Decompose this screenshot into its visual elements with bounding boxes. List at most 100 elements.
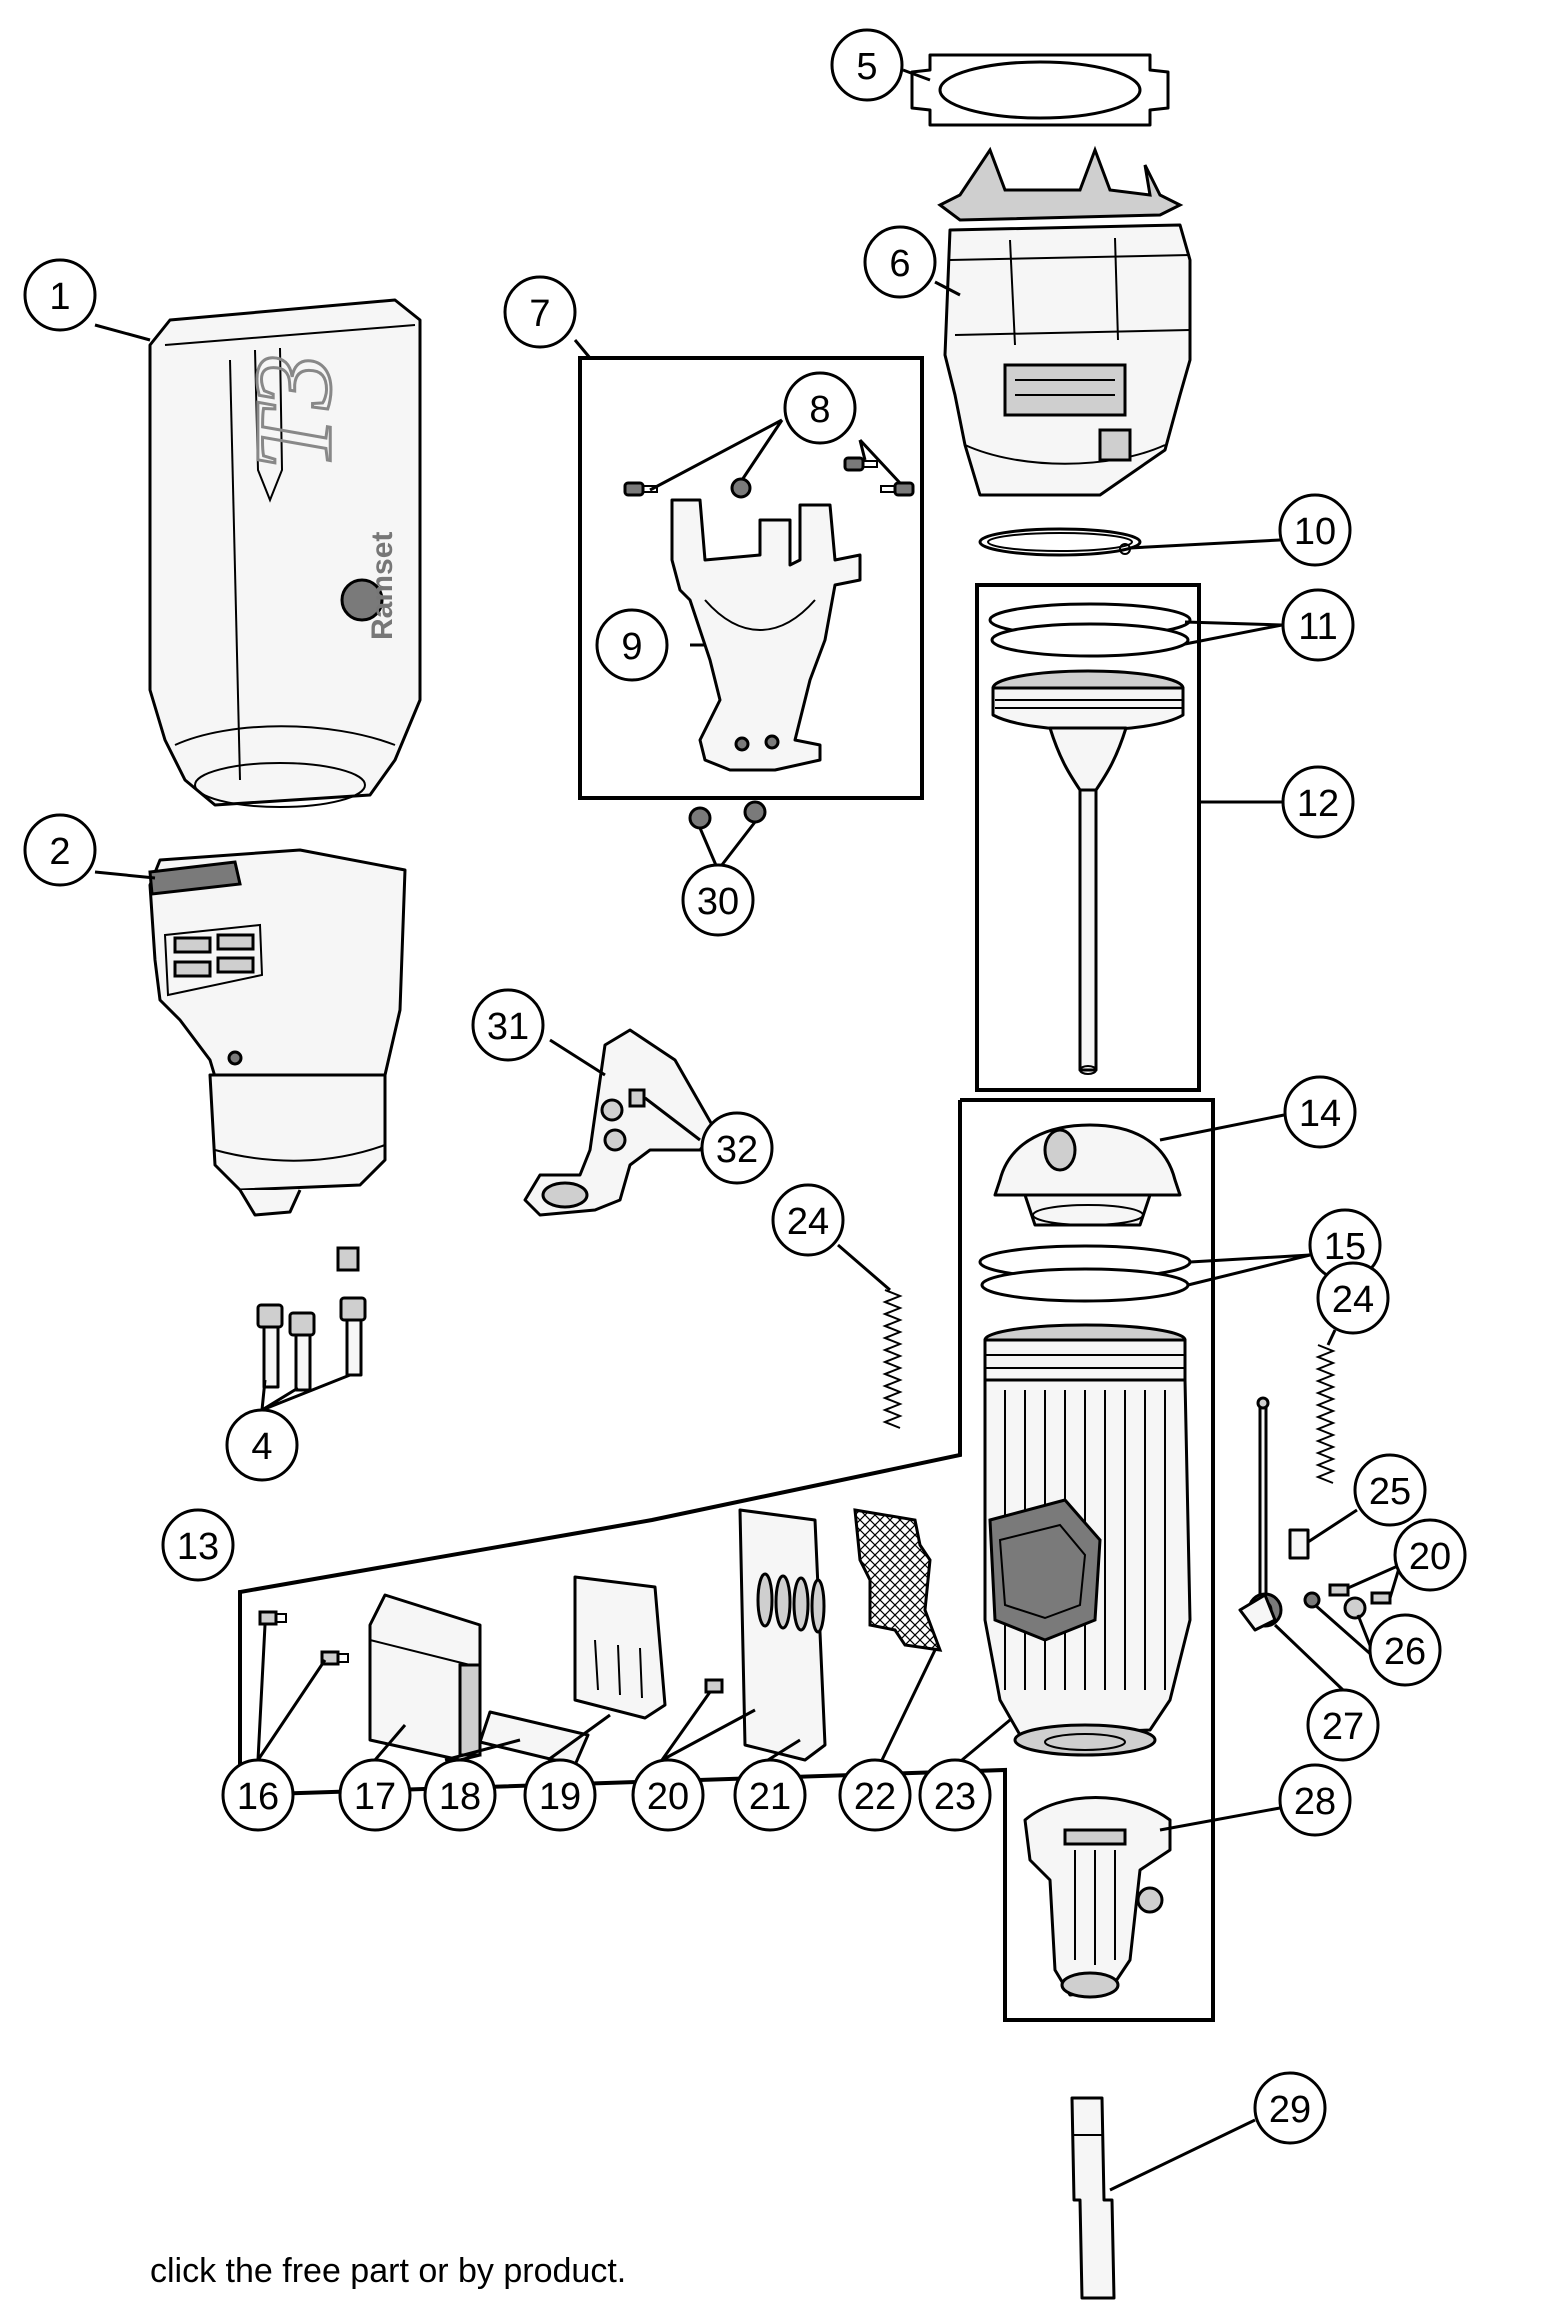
svg-text:13: 13 — [177, 1526, 219, 1568]
callout-11[interactable]: 11 — [1281, 588, 1355, 662]
callout-19[interactable]: 19 — [523, 1758, 597, 1832]
part-12-group-box — [975, 583, 1201, 1092]
callout-2[interactable]: 2 — [23, 813, 97, 887]
part-19-plate[interactable] — [573, 1575, 667, 1720]
part-14-cap[interactable] — [993, 1123, 1182, 1227]
callout-24-right[interactable]: 24 — [1316, 1261, 1390, 1335]
callout-1[interactable]: 1 — [23, 258, 97, 332]
svg-text:17: 17 — [354, 1776, 396, 1818]
brand-model-label: T3 — [232, 354, 354, 470]
callout-17[interactable]: 17 — [338, 1758, 412, 1832]
callout-27[interactable]: 27 — [1306, 1688, 1380, 1762]
svg-text:14: 14 — [1299, 1093, 1341, 1135]
svg-text:27: 27 — [1322, 1706, 1364, 1748]
part-8-screws[interactable] — [623, 456, 915, 499]
svg-text:7: 7 — [529, 293, 550, 335]
callout-6[interactable]: 6 — [863, 225, 937, 299]
part-21-plate[interactable] — [738, 1508, 827, 1762]
part-5-gasket[interactable] — [910, 53, 1170, 127]
part-16-screws[interactable] — [258, 1610, 349, 1666]
part-7-group-box — [578, 356, 924, 800]
svg-text:12: 12 — [1297, 783, 1339, 825]
callout-20-right[interactable]: 20 — [1393, 1518, 1467, 1592]
callout-8[interactable]: 8 — [783, 371, 857, 445]
svg-text:20: 20 — [1409, 1536, 1451, 1578]
callout-29[interactable]: 29 — [1253, 2071, 1327, 2145]
part-1-housing[interactable]: T3 Ramset — [148, 298, 422, 808]
svg-text:32: 32 — [716, 1129, 758, 1171]
callout-22[interactable]: 22 — [838, 1758, 912, 1832]
part-25-clip[interactable] — [1288, 1528, 1310, 1560]
part-23-cylinder-body[interactable] — [983, 1323, 1192, 1757]
part-32-screw[interactable] — [628, 1088, 646, 1108]
part-10-retaining-ring[interactable] — [978, 527, 1142, 557]
callout-5[interactable]: 5 — [830, 28, 904, 102]
callout-28[interactable]: 28 — [1278, 1763, 1352, 1837]
part-26-washers[interactable] — [1303, 1591, 1367, 1620]
svg-text:9: 9 — [621, 626, 642, 668]
callout-18[interactable]: 18 — [423, 1758, 497, 1832]
svg-text:20: 20 — [647, 1776, 689, 1818]
callout-31[interactable]: 31 — [471, 988, 545, 1062]
callout-15[interactable]: 15 — [1308, 1208, 1382, 1282]
svg-text:19: 19 — [539, 1776, 581, 1818]
part-24-spring-right[interactable] — [1315, 1344, 1336, 1484]
part-22-filter[interactable] — [853, 1508, 943, 1652]
part-9-bracket[interactable] — [670, 498, 862, 772]
svg-text:22: 22 — [854, 1776, 896, 1818]
svg-text:21: 21 — [749, 1776, 791, 1818]
svg-text:25: 25 — [1369, 1471, 1411, 1513]
callout-4[interactable]: 4 — [225, 1408, 299, 1482]
callout-7[interactable]: 7 — [503, 275, 577, 349]
svg-text:15: 15 — [1324, 1226, 1366, 1268]
caption-text: click the free part or by product. — [150, 2252, 627, 2290]
part-11-o-rings[interactable] — [988, 602, 1192, 658]
svg-text:24: 24 — [787, 1201, 829, 1243]
part-15-o-rings[interactable] — [978, 1244, 1192, 1303]
svg-text:1: 1 — [49, 276, 70, 318]
callout-12[interactable]: 12 — [1281, 765, 1355, 839]
part-27-lever-assembly[interactable] — [1238, 1396, 1283, 1632]
svg-text:18: 18 — [439, 1776, 481, 1818]
callout-9[interactable]: 9 — [595, 608, 669, 682]
svg-text:2: 2 — [49, 831, 70, 873]
part-29-driver-blade[interactable] — [1070, 2096, 1116, 2300]
svg-text:4: 4 — [251, 1426, 272, 1468]
callout-21[interactable]: 21 — [733, 1758, 807, 1832]
svg-text:30: 30 — [697, 881, 739, 923]
callout-24-left[interactable]: 24 — [771, 1183, 845, 1257]
part-2-housing[interactable] — [148, 848, 407, 1217]
callout-30[interactable]: 30 — [681, 863, 755, 937]
svg-text:31: 31 — [487, 1006, 529, 1048]
part-17-cover[interactable] — [368, 1593, 482, 1762]
callout-25[interactable]: 25 — [1353, 1453, 1427, 1527]
brand-name-label: Ramset — [366, 532, 399, 640]
svg-text:5: 5 — [856, 46, 877, 88]
callout-20[interactable]: 20 — [631, 1758, 705, 1832]
svg-text:8: 8 — [809, 389, 830, 431]
svg-text:16: 16 — [237, 1776, 279, 1818]
svg-text:23: 23 — [934, 1776, 976, 1818]
part-28-nose[interactable] — [1023, 1796, 1172, 1999]
part-31-bracket[interactable] — [523, 1028, 717, 1217]
callout-14[interactable]: 14 — [1283, 1075, 1357, 1149]
svg-text:11: 11 — [1298, 606, 1337, 648]
part-6-cylinder-head[interactable] — [937, 145, 1192, 497]
part-4-screws[interactable] — [256, 1246, 367, 1392]
callout-16[interactable]: 16 — [221, 1758, 295, 1832]
part-24-spring-left[interactable] — [882, 1289, 903, 1429]
part-12-piston[interactable] — [991, 669, 1185, 1075]
callout-23[interactable]: 23 — [918, 1758, 992, 1832]
callout-10[interactable]: 10 — [1278, 493, 1352, 567]
callout-13[interactable]: 13 — [161, 1508, 235, 1582]
part-13-group-box — [238, 1098, 1215, 2022]
svg-text:10: 10 — [1294, 511, 1336, 553]
callout-26[interactable]: 26 — [1368, 1613, 1442, 1687]
svg-text:24: 24 — [1332, 1279, 1374, 1321]
callout-32[interactable]: 32 — [700, 1111, 774, 1185]
svg-text:26: 26 — [1384, 1631, 1426, 1673]
svg-text:28: 28 — [1294, 1781, 1336, 1823]
part-18-bar[interactable] — [478, 1710, 590, 1767]
svg-text:6: 6 — [889, 243, 910, 285]
